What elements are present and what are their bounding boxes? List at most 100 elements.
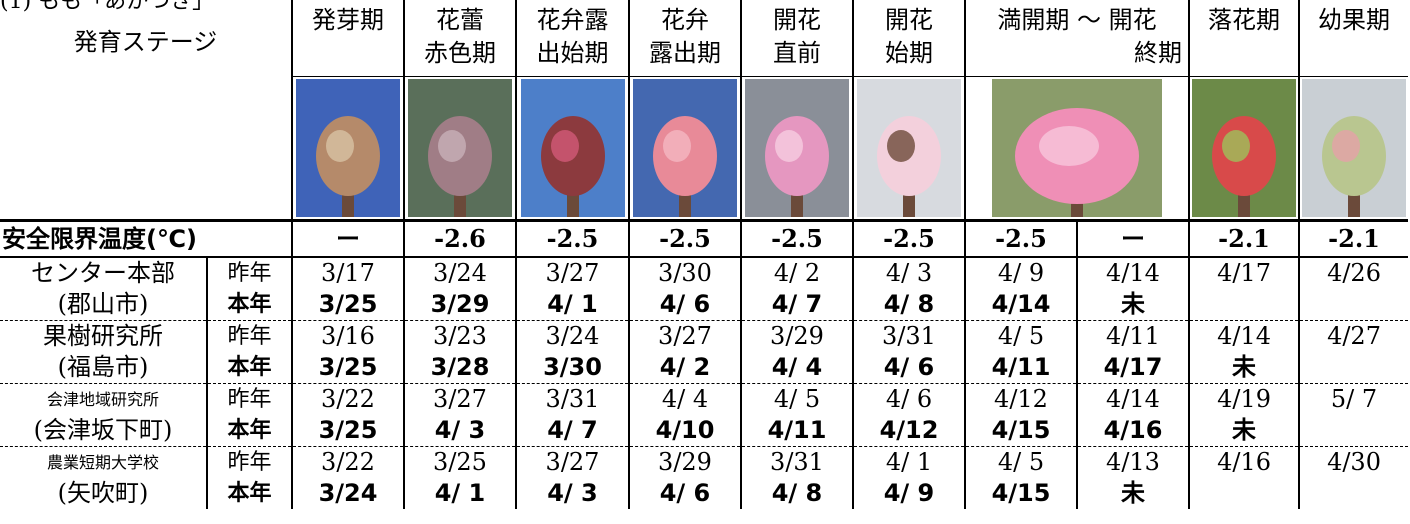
young-fruit-photo (1302, 79, 1407, 217)
date-this-year (1298, 478, 1409, 509)
date-this-year: 未 (1075, 289, 1190, 321)
date-last-year: 4/30 (1298, 446, 1409, 478)
stage-photo-cell (740, 76, 853, 221)
pre-bloom-photo (745, 79, 849, 217)
date-last-year: 3/27 (515, 257, 629, 289)
date-last-year: 3/24 (515, 320, 629, 352)
site-city: (福島市) (0, 352, 207, 384)
site-name: 果樹研究所 (43, 322, 163, 350)
full-bloom-photo (992, 79, 1162, 217)
date-this-year: 4/ 7 (740, 289, 853, 321)
stage-photo-cell (628, 76, 741, 221)
bud-sprout-photo (296, 79, 400, 217)
site-name: 会津地域研究所 (46, 390, 159, 409)
stage-name-line2: 露出期 (649, 39, 721, 67)
site-name: センター本部 (31, 259, 175, 287)
date-this-year: 4/14 (964, 289, 1077, 321)
stage-name-line1: 花弁 (661, 6, 709, 34)
stage-name-cell: 開花直前 (740, 0, 853, 77)
date-last-year: 3/29 (628, 446, 741, 478)
date-last-year: 4/ 5 (740, 383, 853, 415)
petal-fall-photo (1192, 79, 1297, 217)
date-this-year (1298, 415, 1409, 447)
limit-temp-value: ー (1075, 219, 1190, 258)
date-this-year: 4/ 2 (628, 352, 741, 384)
date-this-year: 4/ 7 (515, 415, 629, 447)
date-this-year: 未 (1075, 478, 1190, 509)
date-last-year: 3/31 (852, 320, 965, 352)
bud-red-photo (408, 79, 512, 217)
petal-emerging-photo (520, 79, 625, 217)
photo-highlight (438, 130, 466, 162)
date-this-year: 4/ 3 (403, 415, 516, 447)
bloom-stage-table: 発育ステージ発芽期 花蕾赤色期花弁露出始期花弁露出期開花直前開花始期満開期 〜 … (0, 0, 1409, 509)
date-this-year: 4/12 (852, 415, 965, 447)
photo-highlight (663, 130, 691, 162)
site-city: (会津坂下町) (0, 415, 207, 447)
date-this-year (1188, 478, 1300, 509)
date-this-year: 4/15 (964, 415, 1077, 447)
stage-name-line2: 出始期 (536, 39, 609, 67)
date-last-year: 3/31 (740, 446, 853, 478)
stage-photo-cell (1188, 76, 1300, 221)
bloom-start-photo (857, 79, 961, 217)
date-this-year: 3/28 (403, 352, 516, 384)
date-this-year: 4/15 (964, 478, 1077, 509)
date-this-year: 3/25 (291, 289, 404, 321)
site-city: (矢吹町) (57, 479, 149, 507)
date-last-year: 4/17 (1188, 257, 1300, 289)
stage-photo-cell (403, 76, 516, 221)
year-label-current: 本年 (206, 478, 292, 509)
stage-name-line2: 終期 (1134, 39, 1183, 67)
date-this-year: 4/ 4 (740, 352, 853, 384)
date-this-year: 4/11 (740, 415, 853, 447)
date-last-year: 4/ 9 (964, 257, 1077, 289)
stage-name-cell: 落花期 (1188, 0, 1300, 77)
stage-name-line2: 始期 (885, 39, 933, 67)
date-this-year: 4/ 6 (628, 289, 741, 321)
limit-temp-value: -2.5 (964, 219, 1077, 258)
stage-name-line2: 直前 (773, 39, 821, 67)
stage-name-cell: 花弁露出始期 (515, 0, 629, 77)
date-last-year: 4/ 6 (852, 383, 965, 415)
year-label-last: 昨年 (206, 446, 292, 478)
photo-highlight (887, 130, 915, 162)
limit-temp-value: -2.1 (1298, 219, 1409, 258)
stage-name-line2 (1301, 37, 1408, 70)
date-this-year: 4/17 (1075, 352, 1190, 384)
limit-temp-value: -2.5 (628, 219, 741, 258)
stage-name-cell: 発芽期 (291, 0, 404, 77)
date-this-year (1298, 352, 1409, 384)
stage-photo-cell (1298, 76, 1409, 221)
year-label-last: 昨年 (206, 383, 292, 415)
date-this-year: 3/24 (291, 478, 404, 509)
stage-photo-cell (963, 76, 1190, 221)
date-this-year: 4/ 8 (740, 478, 853, 509)
date-last-year: 4/16 (1188, 446, 1300, 478)
date-last-year: 4/12 (964, 383, 1077, 415)
date-this-year: 3/30 (515, 352, 629, 384)
date-last-year: 5/ 7 (1298, 383, 1409, 415)
date-this-year: 4/ 1 (515, 289, 629, 321)
date-this-year: 3/29 (403, 289, 516, 321)
limit-temp-value: -2.5 (852, 219, 965, 258)
date-last-year: 3/30 (628, 257, 741, 289)
date-this-year: 3/25 (291, 415, 404, 447)
date-last-year: 4/19 (1188, 383, 1300, 415)
stage-photo-cell (515, 76, 629, 221)
date-last-year: 4/14 (1075, 383, 1190, 415)
photo-highlight (775, 130, 803, 162)
date-last-year: 3/17 (291, 257, 404, 289)
year-label-current: 本年 (206, 352, 292, 384)
stage-header-row: 発育ステージ発芽期 花蕾赤色期花弁露出始期花弁露出期開花直前開花始期満開期 〜 … (0, 0, 1409, 77)
year-label-last: 昨年 (206, 320, 292, 352)
stage-photo-cell (852, 76, 965, 221)
date-last-year: 4/ 5 (964, 446, 1077, 478)
stage-name-line1: 落花期 (1208, 6, 1281, 34)
date-this-year: 4/16 (1075, 415, 1190, 447)
